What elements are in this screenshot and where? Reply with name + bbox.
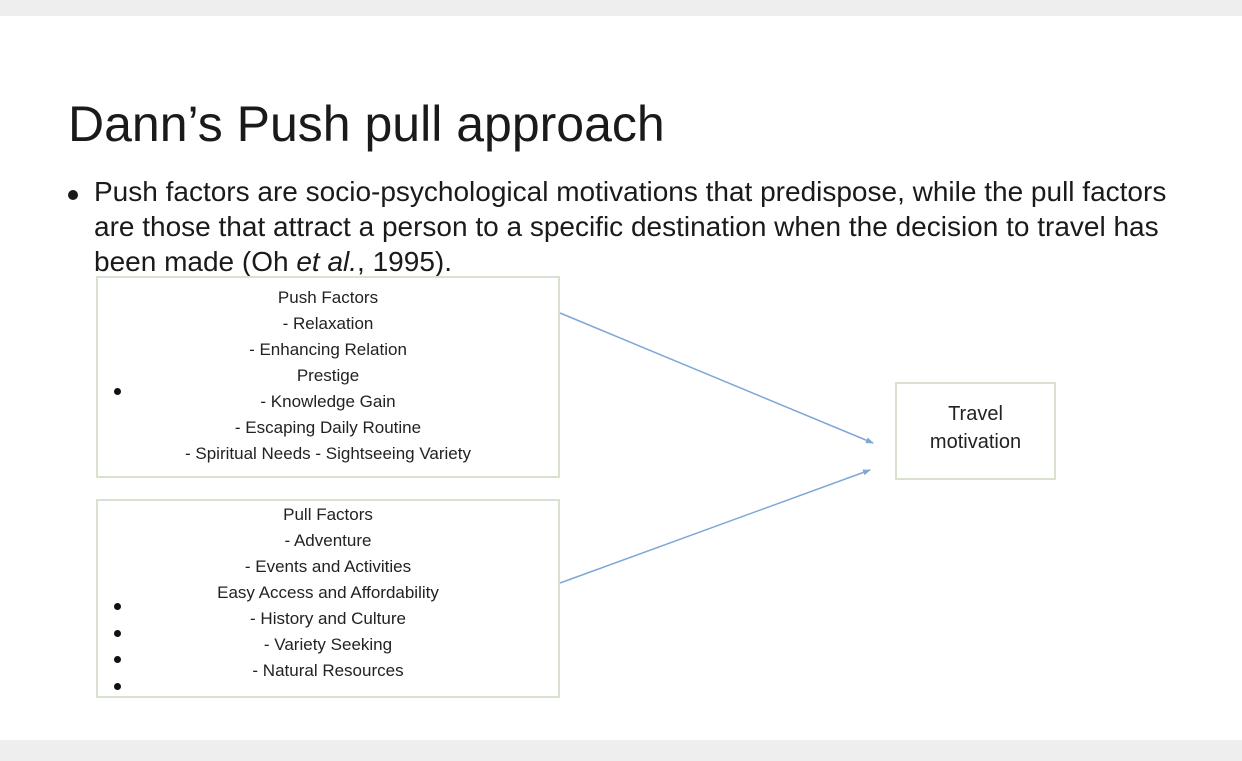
push-factor-item: - Relaxation — [282, 314, 374, 333]
bullet-dot-icon — [68, 190, 78, 200]
travel-motivation-lines: Travel motivation — [897, 384, 1054, 456]
push-factor-item: - Enhancing Relation — [249, 340, 407, 359]
bullet-dot-icon — [114, 603, 121, 610]
slide-title: Dann’s Push pull approach — [68, 96, 665, 152]
pull-factor-item: - History and Culture — [250, 609, 406, 628]
push-factors-heading: Push Factors — [277, 288, 379, 307]
push-factor-item: - Knowledge Gain — [260, 392, 396, 411]
bullet-dot-icon — [114, 630, 121, 637]
bullet-text: Push factors are socio-psychological mot… — [94, 174, 1178, 279]
pull-factors-lines: Pull Factors - Adventure - Events and Ac… — [98, 501, 558, 684]
travel-motivation-line: motivation — [929, 431, 1022, 453]
pull-factor-item: - Events and Activities — [244, 557, 412, 576]
push-factors-box: Push Factors - Relaxation - Enhancing Re… — [96, 276, 560, 478]
push-factor-item: Prestige — [296, 366, 360, 385]
bullet-dot-icon — [114, 656, 121, 663]
travel-motivation-line: Travel — [948, 403, 1003, 425]
pull-factors-heading: Pull Factors — [283, 505, 373, 524]
pull-factor-item: - Natural Resources — [252, 661, 404, 680]
pull-factor-item: - Variety Seeking — [263, 635, 393, 654]
push-factor-item: - Spiritual Needs - Sightseeing Variety — [185, 444, 471, 463]
push-factor-item: - Escaping Daily Routine — [234, 418, 422, 437]
pull-factor-item: Easy Access and Affordability — [217, 583, 439, 602]
bullet-dot-icon — [114, 388, 121, 395]
bullet-item: Push factors are socio-psychological mot… — [68, 174, 1178, 279]
pull-factors-box: Pull Factors - Adventure - Events and Ac… — [96, 499, 560, 698]
bullet-dot-icon — [114, 683, 121, 690]
push-factors-lines: Push Factors - Relaxation - Enhancing Re… — [98, 278, 558, 467]
travel-motivation-box: Travel motivation — [895, 382, 1056, 480]
bullet-text-after: , 1995). — [357, 246, 452, 277]
bullet-text-italic: et al. — [296, 246, 358, 277]
pull-factor-item: - Adventure — [284, 531, 372, 550]
bullet-text-before: Push factors are socio-psychological mot… — [94, 176, 1167, 277]
